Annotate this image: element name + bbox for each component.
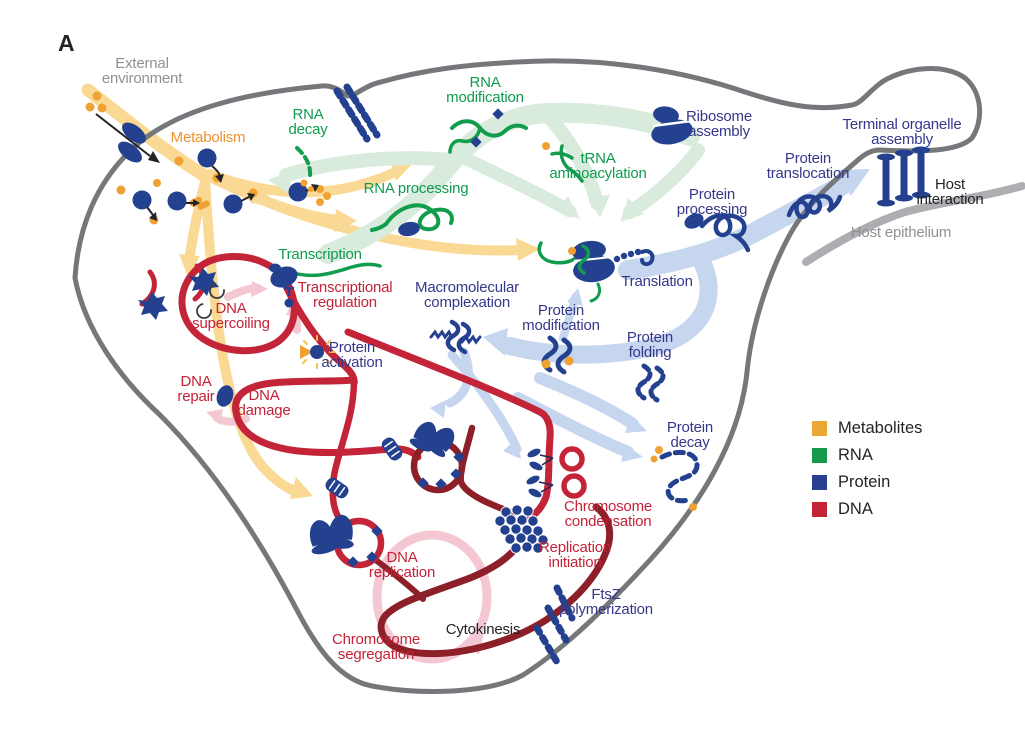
label-rna-processing: RNA processing [363,180,469,197]
host-epithelium-line [802,182,1025,266]
dna-strands [139,252,614,658]
label-ribosome-assembly: Ribosome assembly [686,108,752,140]
replisome-clamp-icon [309,421,455,555]
protein-folding-icon [635,363,666,403]
replication-machinery [309,421,465,568]
label-protein-processing: Protein processing [676,186,748,218]
replication-initiation-cluster [494,504,549,554]
nascent-peptide-icon [613,248,642,263]
label-host-epithelium: Host epithelium [850,224,952,241]
legend-label-dna: DNA [838,500,873,518]
label-dna-supercoiling: DNA supercoiling [192,300,270,332]
rotation-arrow-icon [209,283,225,299]
gyrase-icon [189,268,219,296]
legend-item-dna: DNA [812,501,922,518]
dna-damage-loop-strand [232,282,422,461]
nascent-mrna [288,262,382,278]
label-external-environment: External environment [101,55,183,87]
label-trna-aminoacylation: tRNA aminoacylation [549,150,647,182]
translation-machinery [537,240,655,303]
label-protein-folding: Protein folding [626,329,674,361]
rna-decay-icon [295,146,314,192]
dna-supercoiling-icons [138,268,225,320]
helicase-icon [325,437,403,499]
segregation-loop-strand [377,503,614,658]
transcription-regulator-icon [284,286,294,308]
legend-label-protein: Protein [838,473,891,491]
label-transcriptional-regulation: Transcriptional regulation [297,279,393,311]
label-protein-translocation: Protein translocation [766,150,850,182]
legend-swatch-metabolites [812,421,827,436]
dna-cycle-arrows [206,281,492,664]
label-dna-repair: DNA repair [177,373,215,405]
replicated-strand-2 [374,558,426,602]
label-host-interaction: Host interaction [916,176,984,208]
legend-item-metabolites: Metabolites [812,420,922,437]
legend-swatch-rna [812,448,827,463]
metabolic-reaction-arrows [95,113,319,221]
label-protein-modification: Protein modification [522,302,600,334]
dna-binding-protein-icons [347,451,465,568]
legend-swatch-dna [812,502,827,517]
ftsz-filament-icons [533,584,576,666]
label-metabolism: Metabolism [170,129,246,146]
legend: Metabolites RNA Protein DNA [812,420,922,528]
label-rna-decay: RNA decay [288,106,328,138]
label-chromosome-segregation: Chromosome segregation [331,631,421,663]
condensation-strand [344,328,554,522]
label-dna-replication: DNA replication [368,549,436,581]
chromosome-condensation-icon [526,446,587,499]
protein-processing-icon [684,213,751,253]
rotation-arrow-icon [196,303,212,319]
cytoskeletal-filament-icon [333,83,381,143]
smc-protein-icons [526,448,543,498]
legend-item-protein: Protein [812,474,922,491]
label-translation: Translation [621,273,693,290]
macromolecular-complexation-icon [429,319,482,355]
metabolism-cluster [85,91,331,225]
label-macromolecular-complexation: Macromolecular complexation [415,279,519,311]
trna-aminoacylation-icon [542,142,584,183]
membrane-transporter-icon [118,122,146,163]
legend-item-rna: RNA [812,447,922,464]
legend-swatch-protein [812,475,827,490]
protein-decay-icon [650,446,700,511]
adhesion-pillar-icons [877,146,930,207]
metabolic-enzyme-icons [132,148,308,214]
protein-modification-icon [541,335,574,375]
ribosome-assembly-icon [651,106,693,145]
label-protein-activation: Protein activation [321,339,383,371]
protein-translocation-coil-icon [786,193,843,220]
label-cytokinesis: Cytokinesis [445,621,521,638]
legend-label-metabolites: Metabolites [838,419,923,437]
label-terminal-organelle-assembly: Terminal organelle assembly [842,116,962,148]
legend-label-rna: RNA [838,446,873,464]
gyrase-icon [138,292,168,320]
dna-repair-enzyme-icon [216,385,234,407]
rna-flow-arrows [268,102,705,264]
label-ftsz-polymerization: FtsZ polymerization [559,586,653,618]
protein-activation-icon [300,335,335,369]
label-replication-initiation: Replication initiation [538,539,612,571]
label-rna-modification: RNA modification [446,74,524,106]
replication-fork-strand [329,376,358,525]
label-transcription: Transcription [278,246,362,263]
transcription-machinery [269,262,382,308]
rna-processing-icon [370,203,454,237]
panel-letter: A [58,30,75,56]
transcription-loop [178,252,298,355]
replicated-strand-1 [457,424,517,517]
label-chromosome-condensation: Chromosome condensation [563,498,653,530]
label-dna-damage: DNA damage [237,387,291,419]
label-protein-decay: Protein decay [666,419,714,451]
